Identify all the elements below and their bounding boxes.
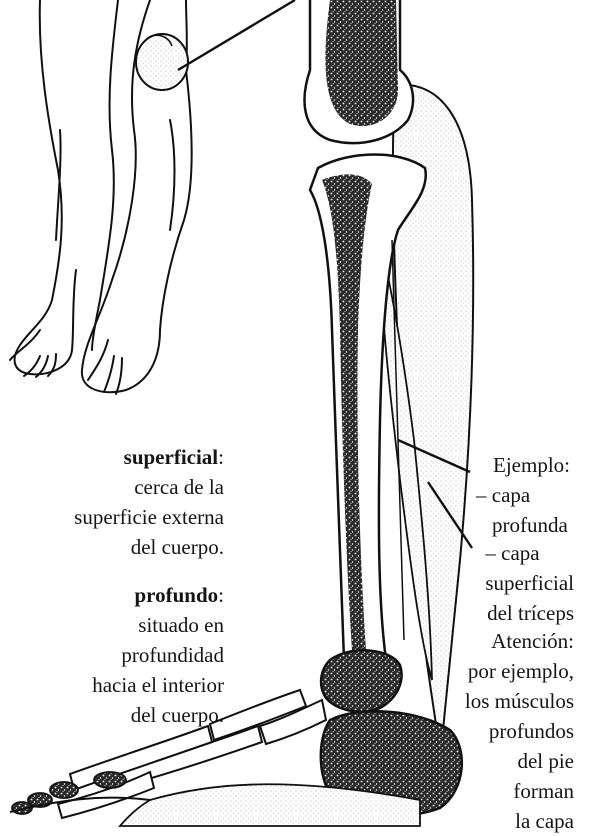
superficial-colon: : [218,445,224,469]
example-title: Ejemplo: [493,450,570,480]
profundo-term: profundo [135,583,219,607]
attention-line-4: profundos [465,716,574,746]
attention-line-5: del pie [465,746,574,776]
profundo-line-2: profundidad [92,640,224,670]
attention-note: Atención: por ejemplo, los músculos prof… [465,626,574,836]
superficial-layer-label: – capa superficial del tríceps [485,538,574,628]
talus-bone [321,650,402,711]
knee-pointer-line [178,0,295,70]
attention-line-6: forman [465,776,574,806]
superficial-layer-line-2: superficial [485,568,574,598]
deep-layer-label: – capa profunda [476,480,568,540]
superficial-layer-line-1: – capa [485,538,574,568]
profundo-line-4: del cuerpo. [92,700,224,730]
profundo-line-1: situado en [92,610,224,640]
profundo-term-line: profundo: [92,580,224,610]
superficial-line-1: cerca de la [74,472,224,502]
profundo-line-3: hacia el interior [92,670,224,700]
superficial-layer-line-3: del tríceps [485,598,574,628]
attention-line-1: Atención: [465,626,574,656]
superficial-definition: superficial: cerca de la superficie exte… [74,442,224,562]
profundo-colon: : [218,583,224,607]
attention-line-2: por ejemplo, [465,656,574,686]
superficial-term-line: superficial: [74,442,224,472]
attention-line-3: los músculos [465,686,574,716]
deep-layer-line-2: profunda [476,510,568,540]
deep-layer-line-1: – capa [476,480,568,510]
knee-patella-highlight [136,34,188,90]
profundo-definition: profundo: situado en profundidad hacia e… [92,580,224,730]
superficial-line-3: del cuerpo. [74,532,224,562]
superficial-term: superficial [124,445,219,469]
example-label: Ejemplo: [493,450,570,480]
superficial-line-2: superficie externa [74,502,224,532]
attention-line-7: la capa [465,806,574,836]
